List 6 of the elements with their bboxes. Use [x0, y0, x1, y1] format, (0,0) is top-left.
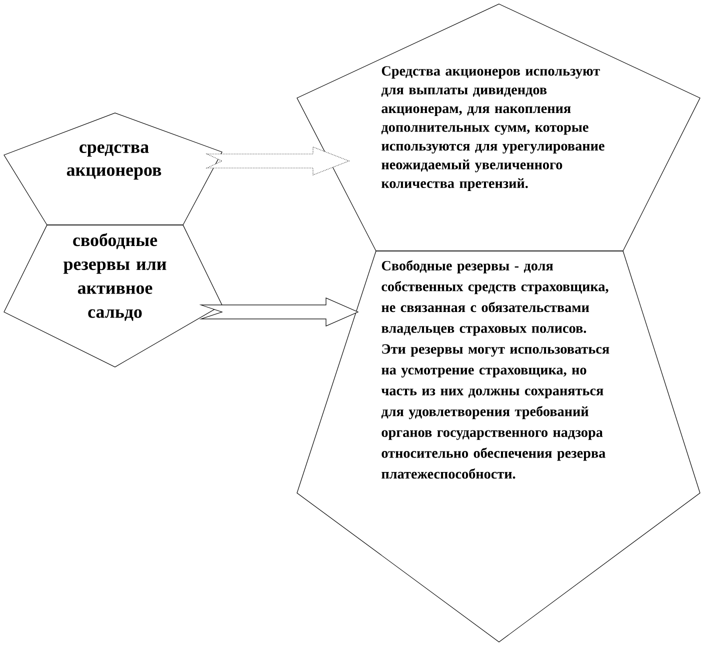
pentagon-box: свободные резервы или активное сальдо	[4, 224, 222, 368]
pentagon-box: Свободные резервы - доля собственных средств страховщика, не связанная с обязательствами владельцев страховых полисов. Эти резервы могут использоваться на усмотрение страховщика, но часть из них должны сохраняться для удовлетворения требований органов государственного надзора относительно обеспечения резерва платежеспособности.	[296, 250, 700, 642]
pentagon-box: средства акционеров	[4, 112, 222, 226]
pentagon-box: Средства акционеров используют для выплаты дивидендов акционерам, для накопления дополнительных сумм, которые используются для урегулирование неожидаемый увеличенного количества претензий.	[296, 4, 700, 252]
block-arrow	[206, 146, 350, 176]
block-arrow	[199, 298, 359, 326]
